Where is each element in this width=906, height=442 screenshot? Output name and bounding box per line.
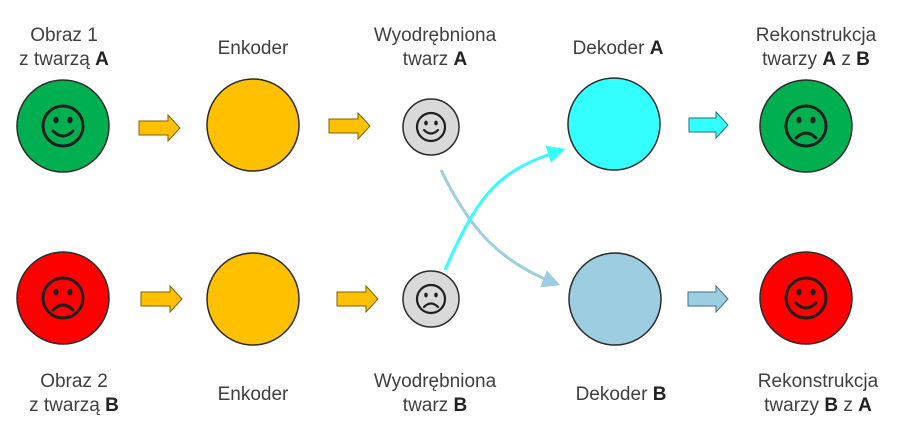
curve-extracted-b-to-decoder-a xyxy=(443,145,566,271)
arrow-right-orange-icon xyxy=(328,111,371,141)
extracted-face-a xyxy=(402,98,460,156)
label-decoder-b: Dekoder B xyxy=(575,384,667,405)
smile-face-icon xyxy=(415,111,447,143)
frown-face-icon xyxy=(41,276,85,320)
curve-extracted-a-to-decoder-b xyxy=(439,169,561,288)
encoder-top xyxy=(206,78,300,172)
reconstruction-a xyxy=(759,79,853,173)
label-encoder-bottom: Enkoder xyxy=(217,384,289,405)
image-1-face-a xyxy=(16,79,110,173)
smile-face-icon xyxy=(784,276,828,320)
arrow-right-orange-icon xyxy=(336,284,379,314)
arrow-right-lightblue-icon xyxy=(687,284,729,314)
label-image-2: Obraz 2 z twarzą B xyxy=(29,371,119,416)
frown-face-icon xyxy=(784,104,828,148)
arrow-right-orange-icon xyxy=(138,113,181,143)
extracted-face-b xyxy=(402,270,460,328)
label-reconstruction-a: Rekonstrukcja twarzy A z B xyxy=(755,25,877,70)
frown-face-icon xyxy=(415,283,447,315)
label-extracted-face-a: Wyodrębniona twarz A xyxy=(373,25,497,70)
label-extracted-face-b: Wyodrębniona twarz B xyxy=(373,371,497,416)
label-reconstruction-b: Rekonstrukcja twarzy B z A xyxy=(757,371,879,416)
encoder-bottom xyxy=(206,252,300,346)
label-encoder-top: Enkoder xyxy=(217,38,289,59)
arrow-right-cyan-icon xyxy=(688,110,729,140)
reconstruction-b xyxy=(759,251,853,345)
decoder-a xyxy=(567,77,661,171)
label-image-1: Obraz 1 z twarzą A xyxy=(19,25,109,70)
label-decoder-a: Dekoder A xyxy=(572,38,664,59)
smile-face-icon xyxy=(41,104,85,148)
decoder-b xyxy=(568,252,662,346)
image-2-face-b xyxy=(16,251,110,345)
arrow-right-orange-icon xyxy=(140,284,183,314)
